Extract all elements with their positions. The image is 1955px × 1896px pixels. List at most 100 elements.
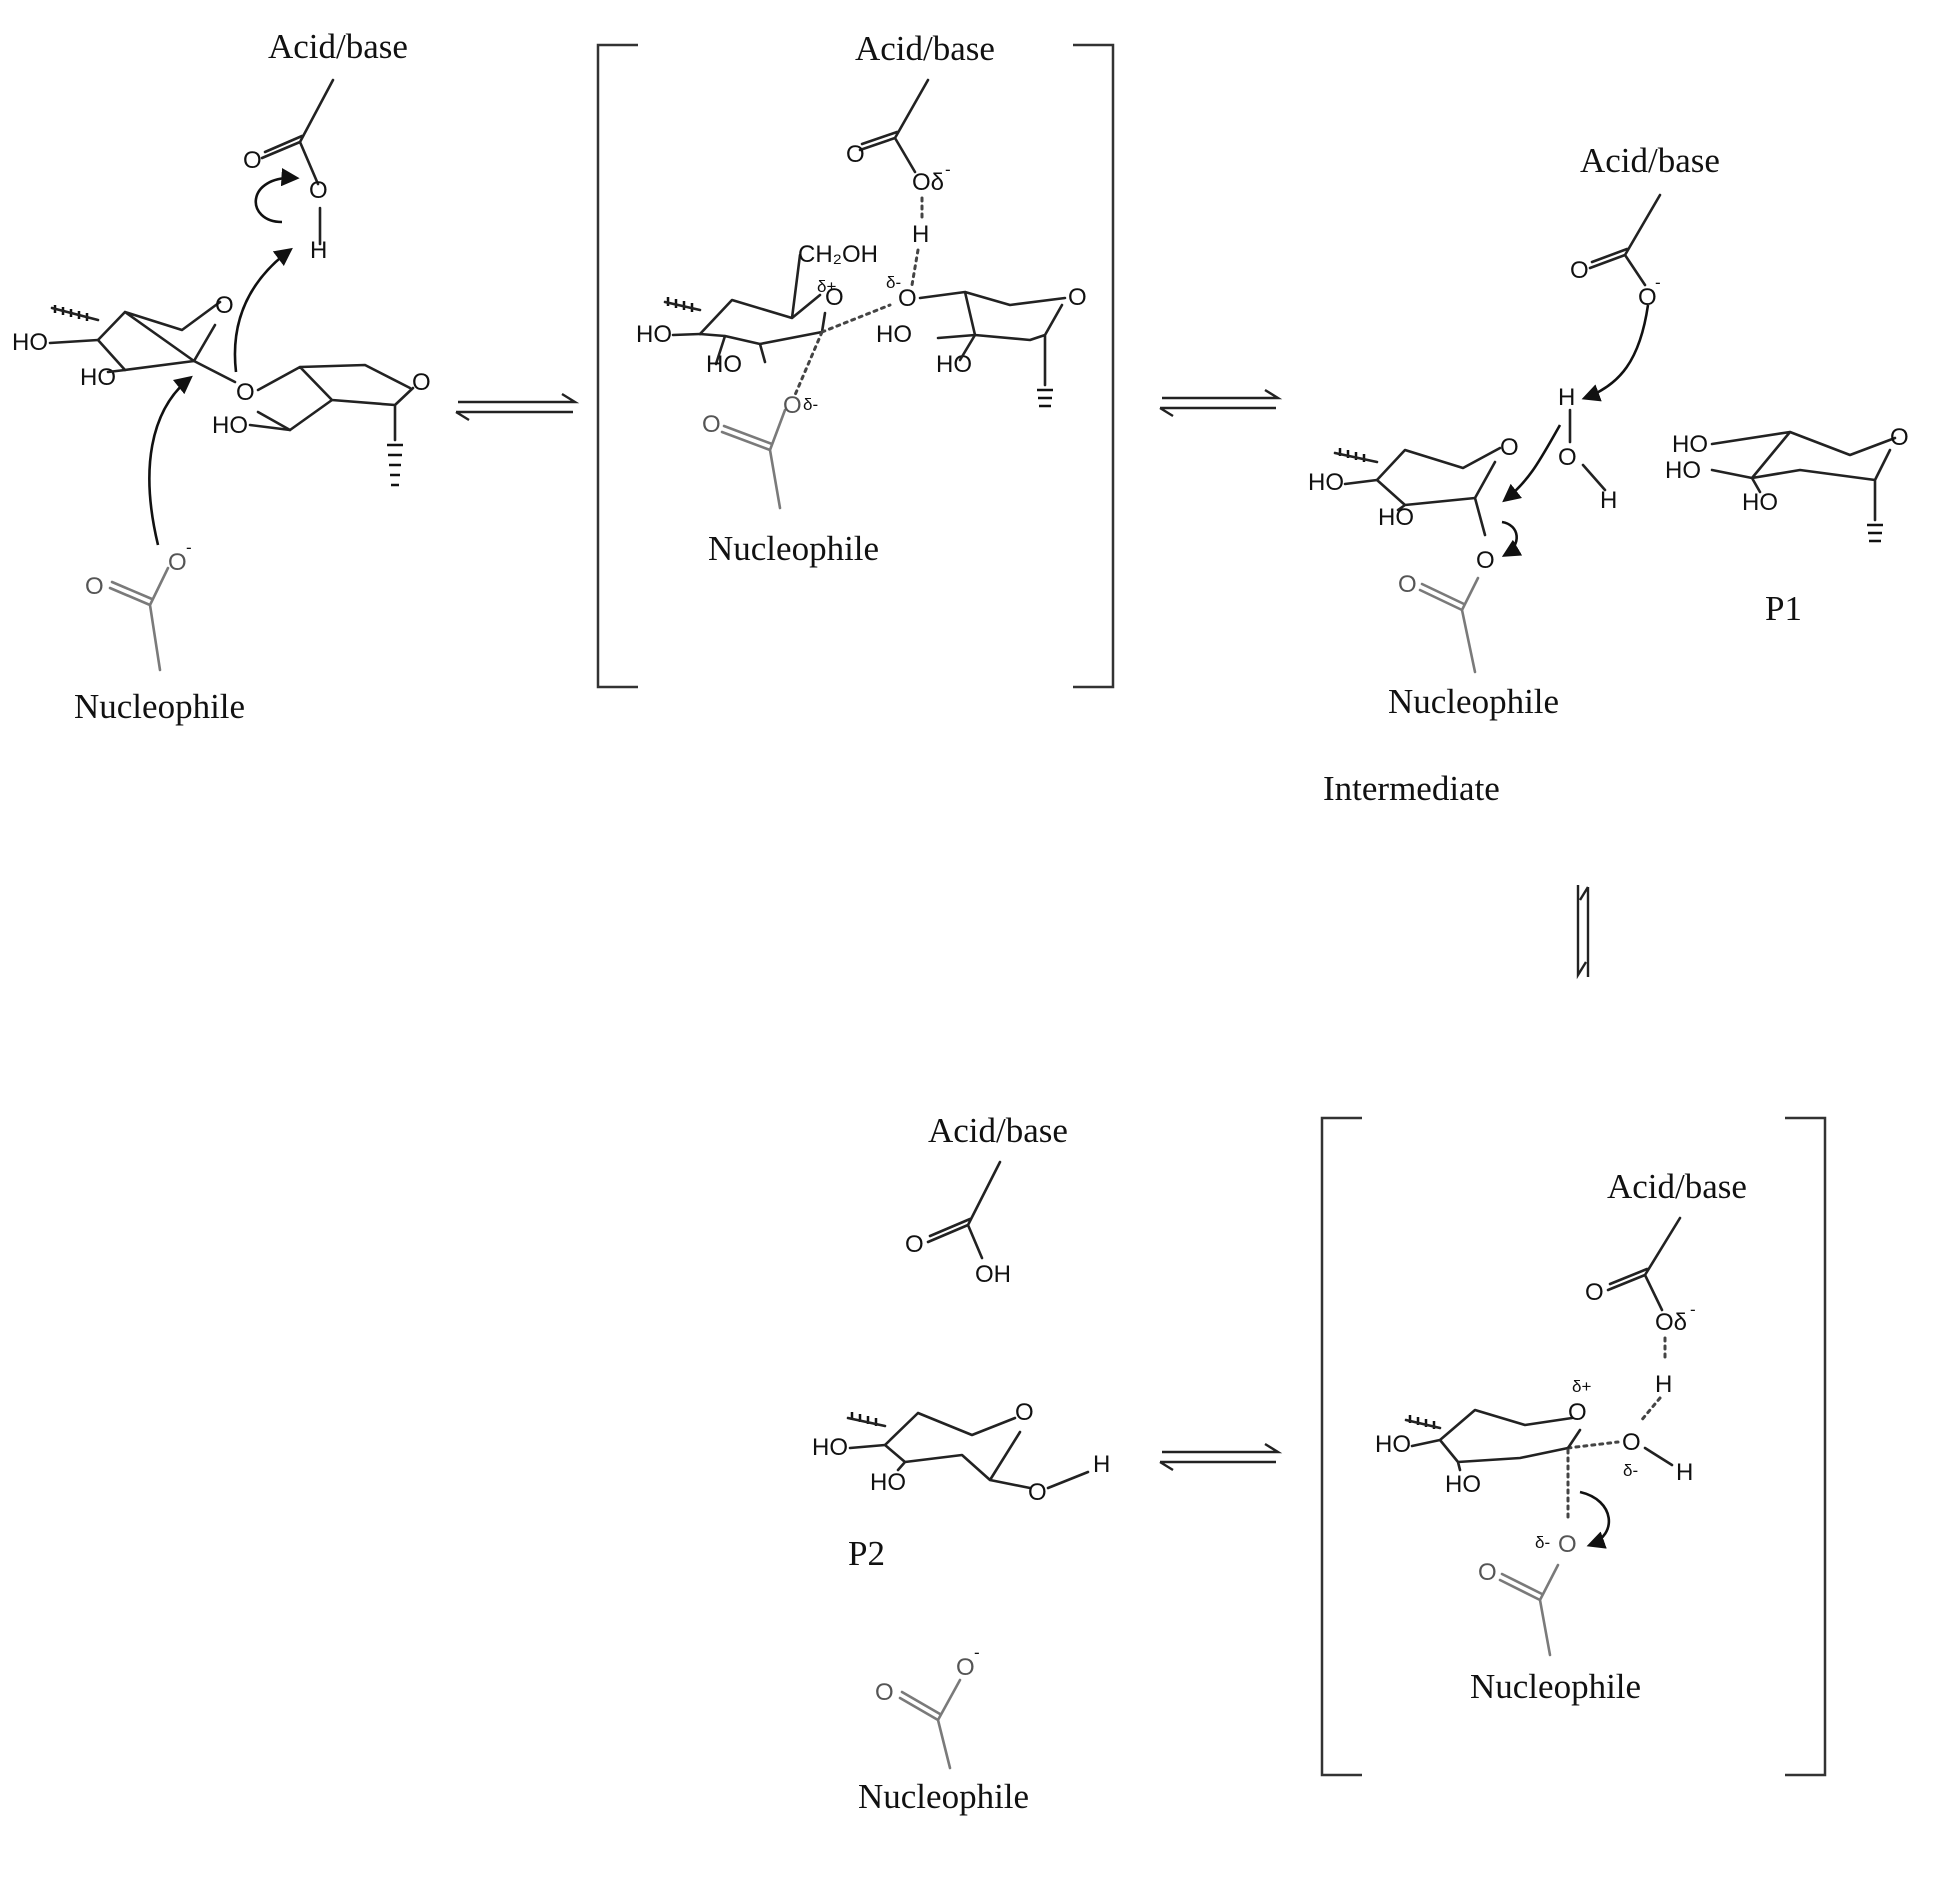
oxocarbenium-ring-2: δ+ O HO HO [1375, 1377, 1591, 1522]
equilibrium-arrow-3 [1159, 1442, 1283, 1472]
nucleophilic-attack-arrow [148, 375, 193, 546]
left-bracket [596, 43, 638, 689]
equilibrium-arrow-vertical [1576, 885, 1590, 980]
svg-text:HO: HO [1308, 469, 1344, 496]
svg-text:O: O [1638, 284, 1657, 311]
svg-text:O: O [236, 379, 255, 406]
svg-text:δ-: δ- [1623, 1461, 1638, 1480]
svg-text:O: O [85, 573, 104, 600]
svg-text:O: O [825, 284, 844, 311]
svg-text:O: O [1622, 1429, 1641, 1456]
svg-text:δ-: δ- [1535, 1533, 1550, 1552]
svg-text:O: O [1890, 424, 1909, 451]
svg-text:-: - [945, 160, 951, 179]
nucleophile-label-1: Nucleophile [74, 687, 245, 726]
intermediate-panel: Acid/base O O - H O H O HO HO O [1308, 141, 1909, 808]
left-bracket [1320, 1116, 1362, 1777]
svg-text:-: - [974, 1643, 980, 1662]
svg-text:δ+: δ+ [1572, 1377, 1591, 1396]
svg-text:O: O [1570, 257, 1589, 284]
svg-text:O: O [905, 1231, 924, 1258]
svg-text:HO: HO [706, 351, 742, 378]
svg-text:Oδ: Oδ [912, 169, 944, 196]
svg-text:H: H [1600, 487, 1617, 514]
leaving-ring-1: O HO [212, 363, 431, 487]
svg-text:O: O [1398, 571, 1417, 598]
svg-text:-: - [1690, 1300, 1696, 1319]
svg-text:O: O [243, 147, 262, 174]
svg-text:O: O [702, 411, 721, 438]
acid-base-group-2: O Oδ - H [846, 78, 951, 287]
svg-text:HO: HO [636, 321, 672, 348]
svg-text:HO: HO [936, 351, 972, 378]
svg-text:O: O [1478, 1559, 1497, 1586]
svg-text:HO: HO [1672, 431, 1708, 458]
svg-text:H: H [912, 221, 929, 248]
glycosyl-ring-1: O HO HO O [12, 247, 293, 406]
right-bracket [1073, 43, 1115, 689]
svg-text:O: O [1028, 1479, 1047, 1506]
equilibrium-arrow-1 [455, 392, 580, 422]
oxocarbenium-ring: CH₂OH δ+ O HO HO [636, 241, 892, 397]
acid-base-label-1: Acid/base [268, 27, 408, 66]
p1-label: P1 [1765, 589, 1802, 628]
svg-text:HO: HO [876, 321, 912, 348]
nucleophile-group-1: O O - [85, 375, 193, 672]
svg-text:O: O [956, 1654, 975, 1681]
svg-text:HO: HO [870, 1469, 906, 1496]
svg-text:HO: HO [80, 364, 116, 391]
covalent-intermediate-ring: O HO HO O [1308, 434, 1523, 574]
leaving-ring-2: δ- O O HO HO [876, 273, 1087, 408]
right-bracket [1785, 1116, 1827, 1777]
svg-text:HO: HO [212, 412, 248, 439]
svg-text:δ-: δ- [886, 273, 901, 292]
nucleophile-label-3: Nucleophile [1388, 682, 1559, 721]
water-attack-arrow [1502, 424, 1562, 503]
hashed-wedge [850, 1412, 878, 1426]
nucleophile-label-5: Nucleophile [858, 1777, 1029, 1816]
acid-base-group-3: O O - [1570, 193, 1662, 402]
product-p1: O HO HO HO [1665, 424, 1909, 543]
svg-text:O: O [309, 177, 328, 204]
transition-state-1-panel: Acid/base O Oδ - H CH₂OH δ+ O HO HO δ- [596, 29, 1115, 689]
hashed-wedge [1867, 523, 1883, 543]
svg-text:O: O [1068, 284, 1087, 311]
nucleophile-group-2: O O δ- [702, 392, 818, 510]
svg-text:-: - [1655, 273, 1661, 292]
svg-text:Oδ: Oδ [1655, 1309, 1687, 1336]
svg-text:O: O [783, 392, 802, 419]
leaving-arrow [1501, 520, 1523, 557]
products-panel: Acid/base O OH O HO HO O H P2 O O - Nucl… [812, 1111, 1110, 1816]
electron-arrow-glycosidic [233, 247, 293, 373]
water-delta: O δ- H [1566, 1429, 1693, 1486]
svg-text:HO: HO [1742, 489, 1778, 516]
acid-base-label-2: Acid/base [855, 29, 995, 68]
svg-text:δ+: δ+ [817, 277, 836, 296]
svg-text:O: O [1015, 1399, 1034, 1426]
svg-text:H: H [1655, 1371, 1672, 1398]
svg-text:O: O [846, 141, 865, 168]
proton-transfer-arrow [254, 168, 300, 224]
hashed-wedge [387, 443, 403, 487]
transition-state-2-panel: Acid/base O Oδ - H O δ- H δ+ O HO HO [1320, 1116, 1827, 1777]
svg-text:HO: HO [1665, 457, 1701, 484]
svg-text:O: O [1568, 1399, 1587, 1426]
intermediate-label: Intermediate [1323, 769, 1500, 808]
acid-base-group-5: O OH [905, 1160, 1011, 1288]
svg-text:CH₂OH: CH₂OH [798, 241, 878, 268]
water-molecule: H O H [1502, 384, 1617, 514]
acid-base-label-4: Acid/base [1607, 1167, 1747, 1206]
deprotonation-arrow [1581, 304, 1650, 402]
collapse-arrow [1579, 1490, 1611, 1549]
svg-text:O: O [1558, 1531, 1577, 1558]
svg-text:HO: HO [1378, 504, 1414, 531]
svg-text:H: H [1558, 384, 1575, 411]
svg-text:O: O [1585, 1279, 1604, 1306]
svg-text:O: O [875, 1679, 894, 1706]
svg-text:δ-: δ- [803, 395, 818, 414]
svg-text:HO: HO [1445, 1471, 1481, 1498]
p2-label: P2 [848, 1534, 885, 1573]
svg-text:O: O [412, 369, 431, 396]
svg-text:O: O [1476, 547, 1495, 574]
